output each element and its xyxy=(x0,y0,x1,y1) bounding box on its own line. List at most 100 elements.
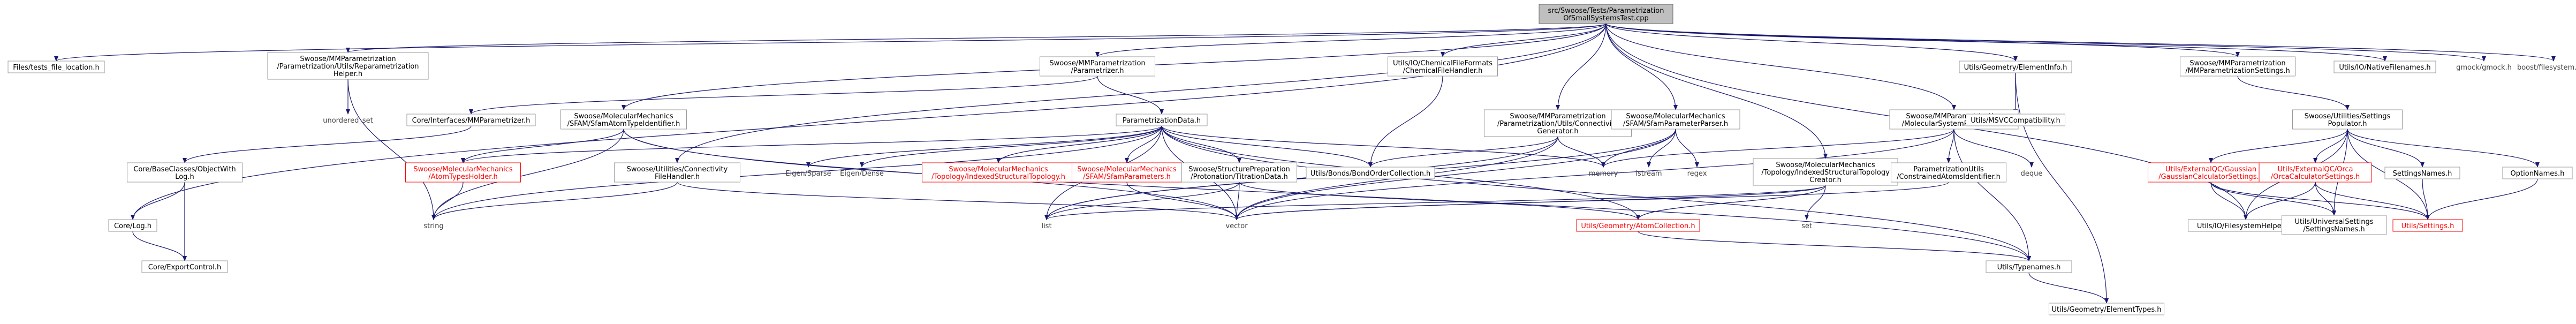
edge-root-to-connectgen xyxy=(1556,23,1607,110)
node-box[interactable] xyxy=(1611,109,1740,130)
node-utilssettings[interactable]: Utils/Settings.h xyxy=(2392,219,2463,232)
node-gmock: gmock/gmock.h xyxy=(2456,64,2512,72)
node-box[interactable] xyxy=(1539,4,1673,24)
node-box[interactable] xyxy=(2384,167,2460,179)
node-label: /Parametrizer.h xyxy=(1071,67,1124,75)
node-corelog[interactable]: Core/Log.h xyxy=(108,219,157,232)
node-box[interactable] xyxy=(267,52,429,80)
node-paramparser[interactable]: Swoose/MolecularMechanics/SFAM/SfamParam… xyxy=(1611,109,1740,130)
node-box[interactable] xyxy=(1306,167,1435,179)
edge-orcacalc-to-fshelpers xyxy=(2244,182,2316,220)
node-box[interactable] xyxy=(1966,114,2065,126)
edge-corelog-to-coreexport xyxy=(132,231,187,261)
edge-atomtypesholder-to-string xyxy=(431,182,464,220)
edge-atomtypeid-to-atomtypesholder xyxy=(461,129,624,163)
node-box[interactable] xyxy=(7,61,105,73)
node-topocreator[interactable]: Swoose/MolecularMechanics/Topology/Index… xyxy=(1753,158,1898,186)
node-box[interactable] xyxy=(2259,162,2372,183)
node-connectgen[interactable]: Swoose/MMParametrization/Parametrization… xyxy=(1484,109,1632,137)
node-orcacalc[interactable]: Utils/ExternalQC/Orca/OrcaCalculatorSett… xyxy=(2259,162,2372,183)
node-label: OptionNames.h xyxy=(2511,170,2565,178)
node-titrationdata[interactable]: Swoose/StructurePreparation/Protonation/… xyxy=(1181,162,1297,183)
node-mminterface[interactable]: Core/Interfaces/MMParametrizer.h xyxy=(406,114,536,126)
node-coreexport[interactable]: Core/ExportControl.h xyxy=(141,260,228,273)
node-typenames[interactable]: Utils/Typenames.h xyxy=(1986,260,2072,273)
node-label: Utils/IO/FilesystemHelpers.h xyxy=(2197,222,2294,230)
node-box[interactable] xyxy=(1753,158,1898,186)
node-sfamatomparams[interactable]: Swoose/MolecularMechanics/SFAM/SfamParam… xyxy=(1072,162,1182,183)
node-mmsettings[interactable]: Swoose/MMParametrization/MMParametrizati… xyxy=(2180,56,2295,77)
edge-paramparser-to-vector xyxy=(1234,129,1676,220)
node-universal[interactable]: Utils/UniversalSettings/SettingsNames.h xyxy=(2282,215,2386,235)
node-box[interactable] xyxy=(127,162,243,183)
node-box[interactable] xyxy=(406,114,536,126)
node-reparamhelper[interactable]: Swoose/MMParametrization/Parametrization… xyxy=(267,52,429,80)
node-label: memory xyxy=(1589,170,1618,178)
node-box[interactable] xyxy=(1576,219,1700,232)
node-box[interactable] xyxy=(141,260,228,273)
node-box[interactable] xyxy=(614,162,740,183)
node-atomtypeid[interactable]: Swoose/MolecularMechanics/SFAM/SfamAtomT… xyxy=(560,109,687,130)
node-box[interactable] xyxy=(108,219,157,232)
edge-syspartitioner-to-deque xyxy=(1953,129,2034,168)
edge-settingspop-to-settingsnames xyxy=(2347,129,2425,168)
node-box[interactable] xyxy=(1072,162,1182,183)
node-box[interactable] xyxy=(2502,167,2573,179)
node-msvc[interactable]: Utils/MSVCCompatibility.h xyxy=(1966,114,2065,126)
node-box[interactable] xyxy=(1891,162,2006,183)
node-bondorder[interactable]: Utils/Bonds/BondOrderCollection.h xyxy=(1306,167,1435,179)
node-files[interactable]: Files/tests_file_location.h xyxy=(7,61,105,73)
edge-typenames-to-elementtypes xyxy=(2028,272,2109,304)
node-box[interactable] xyxy=(1959,61,2072,73)
node-atomtypesholder[interactable]: Swoose/MolecularMechanics/AtomTypesHolde… xyxy=(405,162,521,183)
node-label: Swoose/MMParametrization xyxy=(1510,112,1605,120)
node-box[interactable] xyxy=(405,162,521,183)
node-box[interactable] xyxy=(2148,162,2274,183)
edge-root-to-mmsettings xyxy=(1605,23,2240,57)
node-label: set xyxy=(1801,222,1812,230)
node-box[interactable] xyxy=(2180,56,2295,77)
node-box[interactable] xyxy=(560,109,687,130)
node-box[interactable] xyxy=(2282,215,2386,235)
node-unordered: unordered_set xyxy=(323,117,373,125)
node-root[interactable]: src/Swoose/Tests/ParametrizationOfSmallS… xyxy=(1539,4,1673,24)
node-elementtypes[interactable]: Utils/Geometry/ElementTypes.h xyxy=(2049,303,2164,315)
node-nativefn[interactable]: Utils/IO/NativeFilenames.h xyxy=(2333,61,2436,73)
node-atomcollection[interactable]: Utils/Geometry/AtomCollection.h xyxy=(1576,219,1700,232)
node-connfilehandler[interactable]: Swoose/Utilities/ConnectivityFileHandler… xyxy=(614,162,740,183)
node-box[interactable] xyxy=(1484,109,1632,137)
node-box[interactable] xyxy=(1116,114,1208,126)
node-constrained[interactable]: ParametrizationUtils/ConstrainedAtomsIde… xyxy=(1891,162,2006,183)
edge-paramdata-to-eigendense xyxy=(860,125,1162,168)
node-elementinfo[interactable]: Utils/Geometry/ElementInfo.h xyxy=(1959,61,2072,73)
edge-syspartitioner-to-vector xyxy=(1234,129,1954,220)
edge-gaussiancalc-to-utilssettings xyxy=(2210,182,2430,220)
node-fshelpers[interactable]: Utils/IO/FilesystemHelpers.h xyxy=(2188,219,2304,232)
node-box[interactable] xyxy=(2392,219,2463,232)
node-parametrizer[interactable]: Swoose/MMParametrization/Parametrizer.h xyxy=(1040,56,1155,77)
node-optionnames[interactable]: OptionNames.h xyxy=(2502,167,2573,179)
node-box[interactable] xyxy=(2292,109,2403,130)
edge-atomcollection-to-typenames xyxy=(1638,231,2031,261)
edge-chemfileh-to-bondorder xyxy=(1368,76,1443,168)
node-box[interactable] xyxy=(1986,260,2072,273)
edge-paramdata-to-atomtypesholder xyxy=(461,125,1162,163)
node-box[interactable] xyxy=(1388,56,1498,77)
node-indexedtopo[interactable]: Swoose/MolecularMechanics/Topology/Index… xyxy=(922,162,1075,183)
edge-syspartitioner-to-typenames xyxy=(1953,129,2031,261)
edge-settingspop-to-orcacalc xyxy=(2313,129,2348,163)
node-list: list xyxy=(1041,222,1051,230)
node-label: Utils/IO/ChemicalFileFormats xyxy=(1393,59,1492,67)
node-settingsnames[interactable]: SettingsNames.h xyxy=(2384,167,2460,179)
node-box[interactable] xyxy=(1181,162,1297,183)
node-box[interactable] xyxy=(2333,61,2436,73)
node-box[interactable] xyxy=(922,162,1075,183)
node-set: set xyxy=(1801,222,1812,230)
node-gaussiancalc[interactable]: Utils/ExternalQC/Gaussian/GaussianCalcul… xyxy=(2148,162,2274,183)
node-chemfileh[interactable]: Utils/IO/ChemicalFileFormats/ChemicalFil… xyxy=(1388,56,1498,77)
node-box[interactable] xyxy=(1040,56,1155,77)
node-paramdata[interactable]: ParametrizationData.h xyxy=(1116,114,1208,126)
node-box[interactable] xyxy=(2049,303,2164,315)
